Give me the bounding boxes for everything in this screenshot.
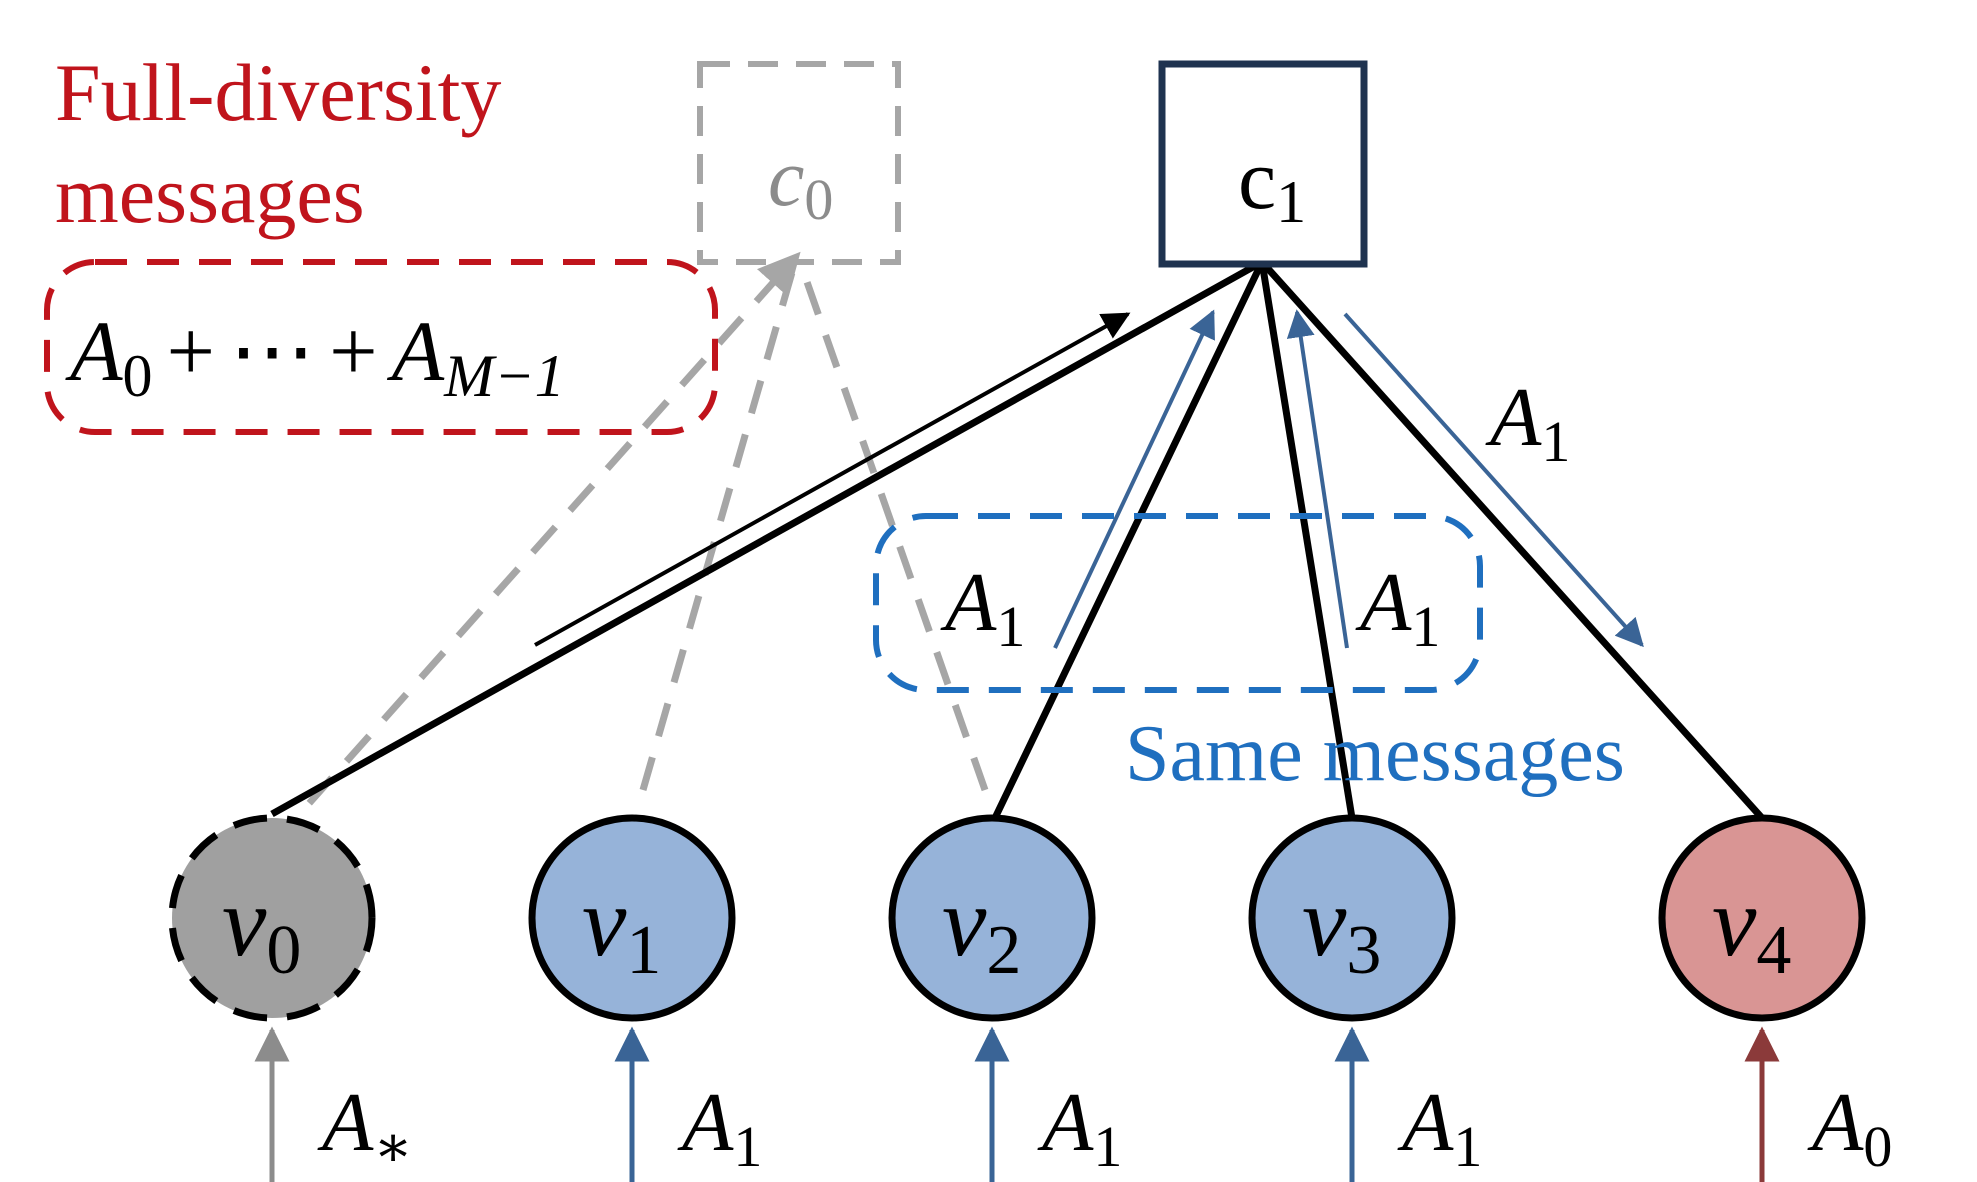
full-diversity-label-line1: Full-diversity xyxy=(55,47,501,138)
variable-node-v4: v4 xyxy=(1658,814,1866,1022)
v4-label: v4 xyxy=(1712,866,1791,989)
full-diversity-label-line2: messages xyxy=(55,149,365,240)
v2-label: v2 xyxy=(942,866,1021,989)
msg-label-v3-c1: A1 xyxy=(1355,556,1440,659)
edge-c1-v4 xyxy=(1259,259,1765,821)
msg-label-v2-c1: A1 xyxy=(940,556,1025,659)
msg-arrow-c1-to-v4 xyxy=(1343,312,1644,648)
v0-label: v0 xyxy=(222,866,301,989)
edge-c1-v0 xyxy=(270,258,1264,818)
msg-arrow-v3-to-c1 xyxy=(1286,309,1349,649)
input-label-v1: A1 xyxy=(677,1076,762,1179)
full-diversity-box xyxy=(44,259,718,435)
msg-label-c1-v4: A1 xyxy=(1485,371,1570,474)
variable-node-v0: v0 xyxy=(168,814,376,1022)
c1-edges xyxy=(270,258,1765,821)
full-diversity-sum: A0+⋯+AM−1 xyxy=(65,303,565,409)
input-label-v0: A∗ xyxy=(317,1076,413,1179)
msg-arrow-v2-to-c1 xyxy=(1053,309,1215,649)
input-label-v4: A0 xyxy=(1807,1076,1892,1179)
edge-v1-c0 xyxy=(639,261,799,791)
variable-node-v1: v1 xyxy=(528,814,736,1022)
v1-label: v1 xyxy=(582,866,661,989)
check-node-c0 xyxy=(697,61,901,265)
edge-c1-v2 xyxy=(991,260,1266,820)
same-messages-box xyxy=(873,513,1483,693)
same-messages-label: Same messages xyxy=(1125,710,1625,798)
msg-arrow-v0-to-c1 xyxy=(534,312,1131,647)
variable-node-v3: v3 xyxy=(1248,814,1456,1022)
check-node-c1 xyxy=(1158,60,1368,268)
edge-v0-c0 xyxy=(269,251,801,848)
input-label-v2: A1 xyxy=(1037,1076,1122,1179)
edge-c1-v3 xyxy=(1258,261,1356,819)
input-label-v3: A1 xyxy=(1397,1076,1482,1179)
c1-label: c1 xyxy=(1238,131,1306,235)
v3-label: v3 xyxy=(1302,866,1381,989)
edge-v2-c0 xyxy=(796,260,989,792)
variable-node-v2: v2 xyxy=(888,814,1096,1022)
c0-dashed-edges xyxy=(269,251,989,848)
c0-label: c0 xyxy=(768,132,833,232)
